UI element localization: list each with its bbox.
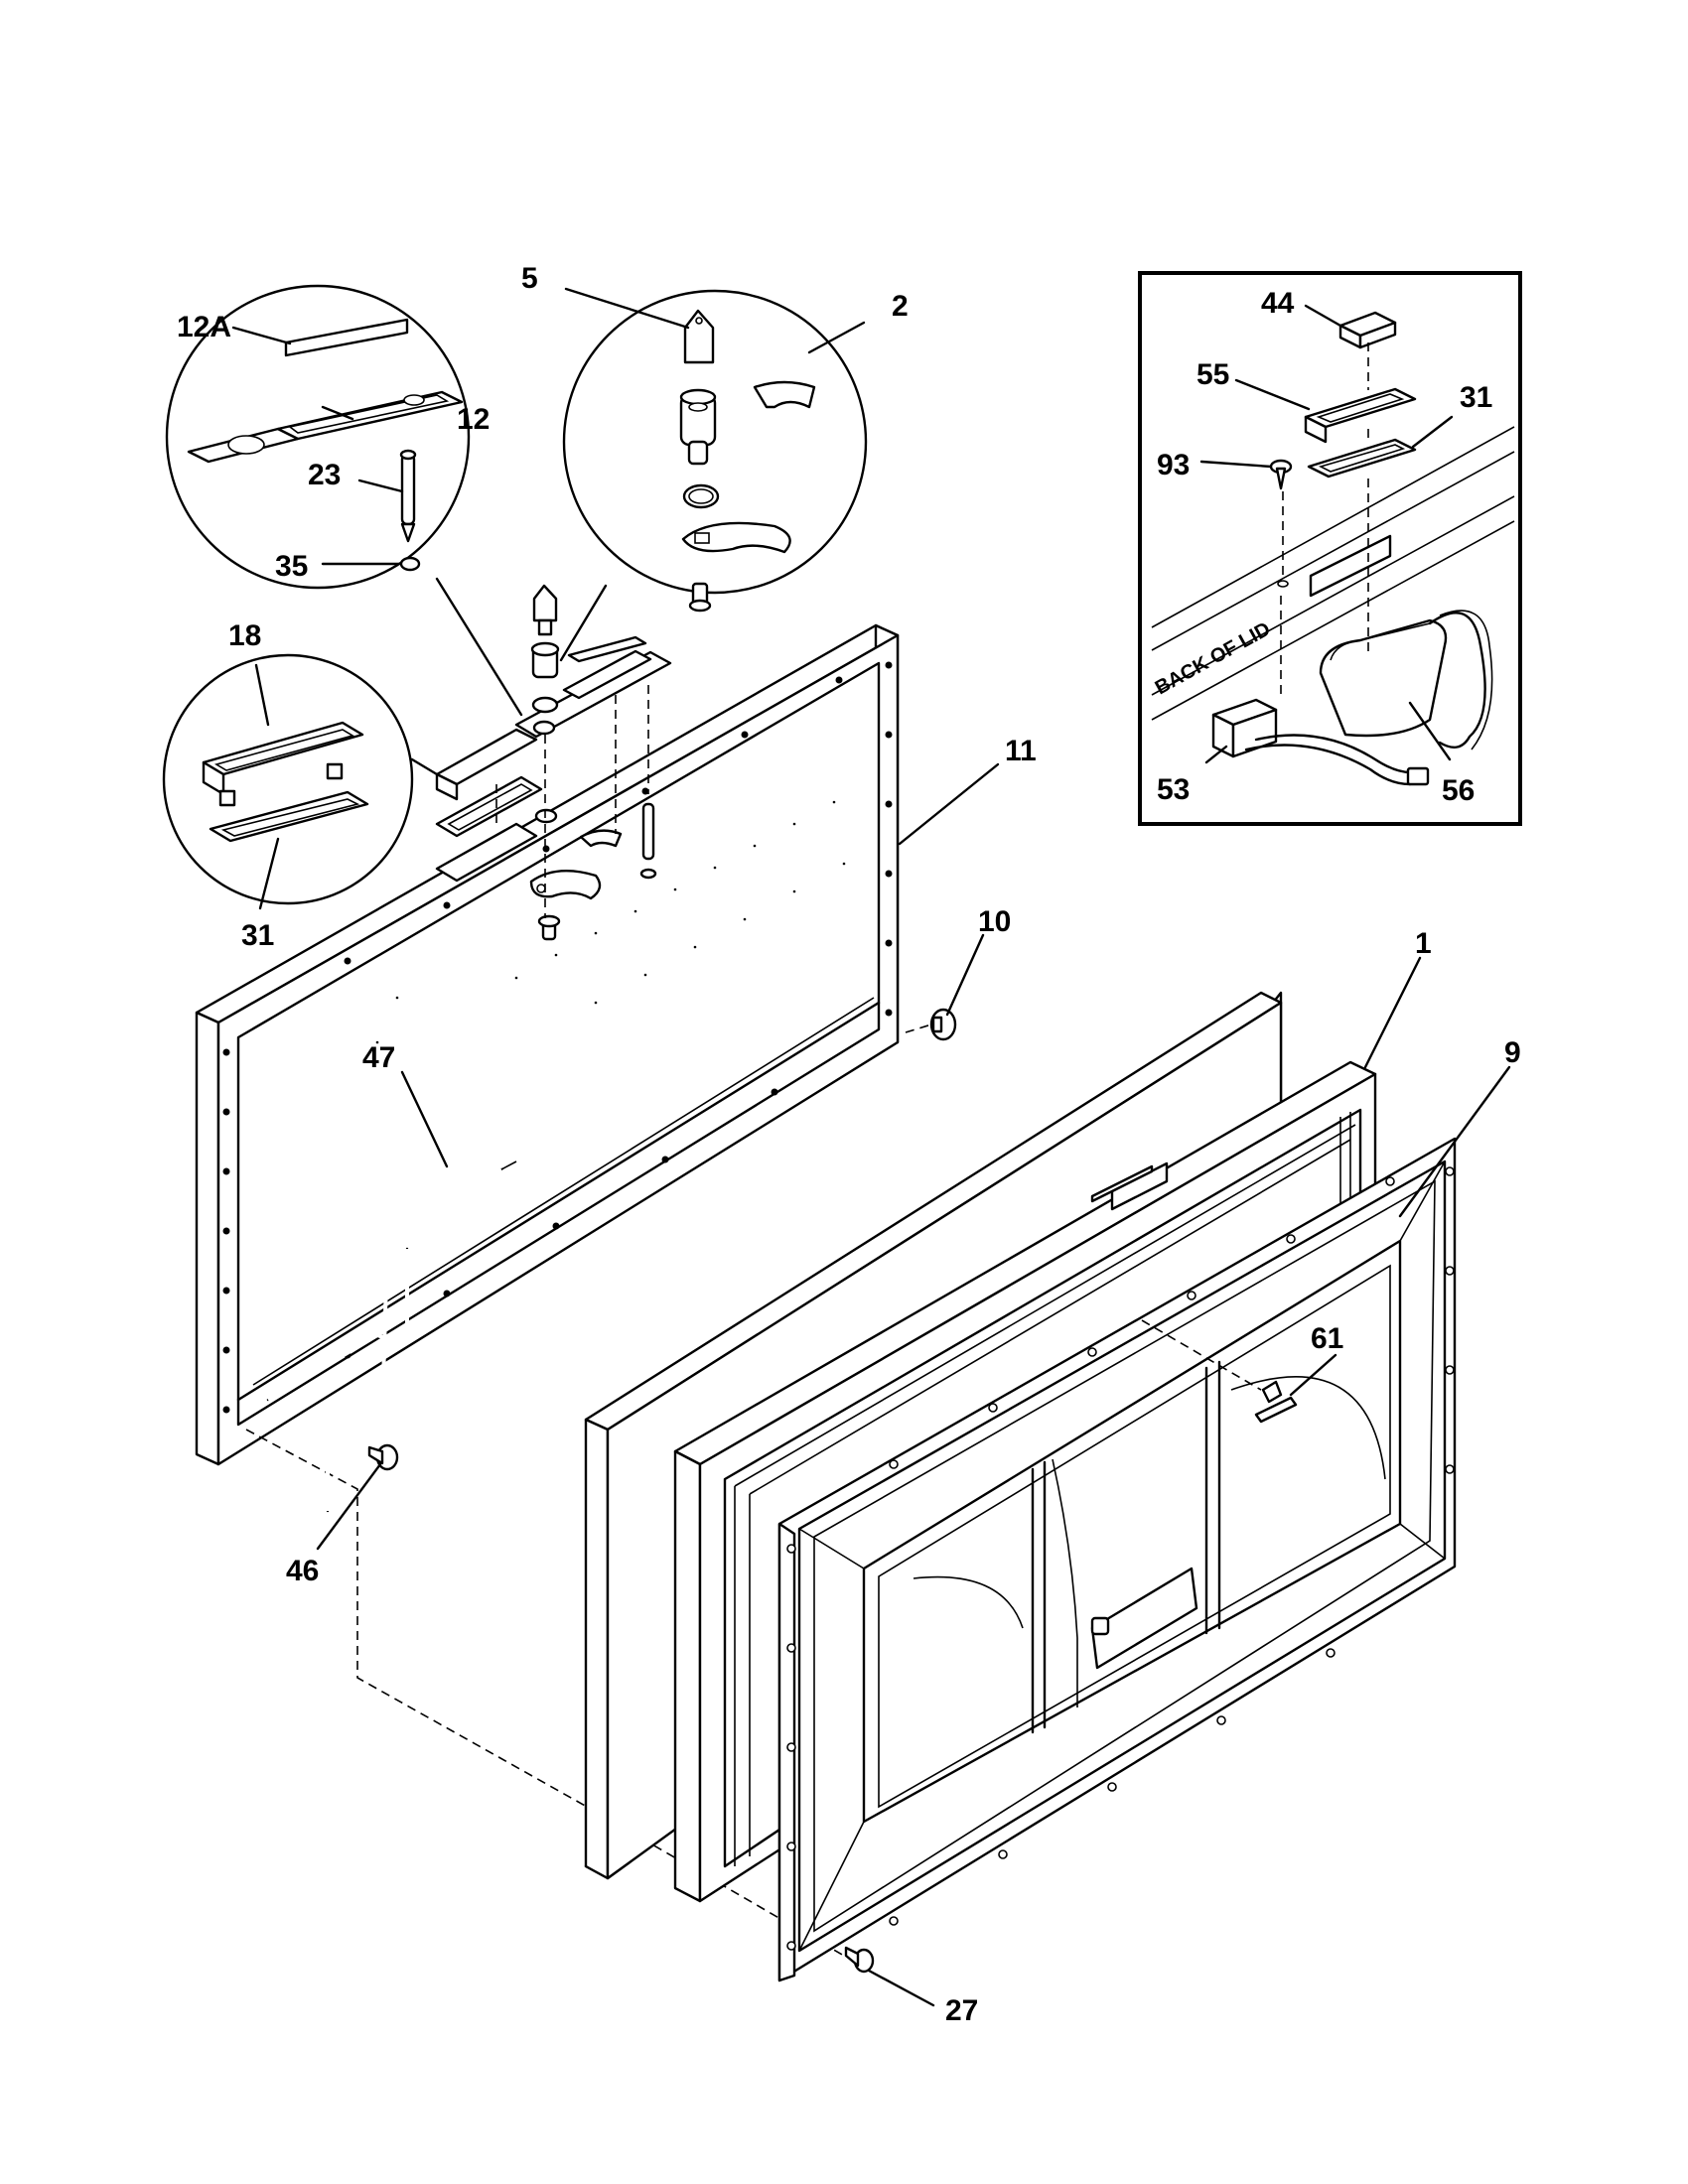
leader-circle-2 [559,584,608,662]
callout-10: 10 [978,905,1011,938]
callout-1: 1 [1415,927,1432,960]
heater-wire [266,1160,517,1513]
callout-5: 5 [521,262,538,295]
callout-12: 12 [457,403,490,436]
screw-27 [844,1946,875,1974]
lid-hardware [435,584,672,941]
inner-door-panel [777,1137,1457,1982]
callout-23: 23 [308,459,341,491]
leader-circle-1 [435,577,523,717]
screw-46 [367,1443,399,1471]
callout-18: 18 [228,619,261,652]
frame-stipple [375,800,846,1044]
callout-61: 61 [1311,1322,1343,1355]
callout-93: 93 [1157,449,1190,481]
callout-47: 47 [362,1041,395,1074]
detail-circle-handle [162,653,414,910]
callout-27: 27 [945,1994,978,2027]
callout-56: 56 [1442,774,1475,807]
assembly-line-left [245,1429,845,1957]
callout-9: 9 [1504,1036,1521,1069]
leader-circle-3 [410,757,439,776]
lid-frame [195,623,900,1466]
callout-53: 53 [1157,773,1190,806]
callout-11: 11 [1005,735,1037,767]
detail-circle-lock-assembly [562,287,868,613]
callout-31-left: 31 [241,919,274,952]
callout-44: 44 [1261,287,1295,320]
callout-46: 46 [286,1555,319,1587]
callout-35: 35 [275,550,308,583]
detail-circle-lock-plate [165,284,471,590]
callout-31-inset: 31 [1460,381,1492,414]
callout-2: 2 [892,290,909,323]
inset-box [1138,271,1522,826]
assembly-line-stop [905,1024,932,1033]
leader-lines [316,762,1511,2007]
plug-10 [929,1008,957,1041]
callout-12a: 12A [177,311,231,343]
clip-61 [1141,1319,1298,1424]
callout-55: 55 [1196,358,1229,391]
